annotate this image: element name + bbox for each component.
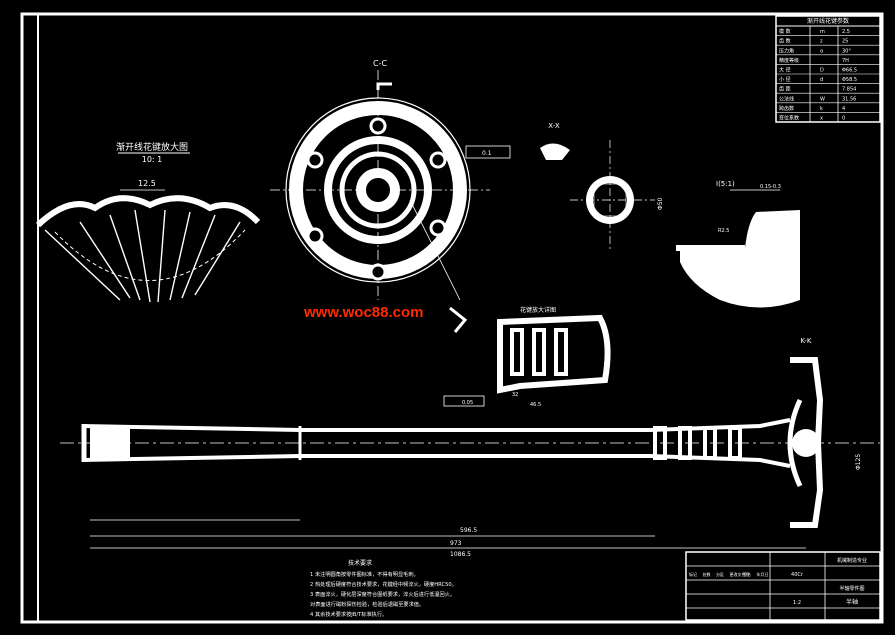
title-block-header: 分区	[716, 571, 724, 577]
param-row-symbol: α	[820, 48, 824, 54]
technical-requirements: 技术要求 1 未注明圆角按零件图标准，不得有明显毛刺。 2 热处理后硬度符合技术要…	[310, 559, 457, 618]
enlarged-spline-view: 渐开线花键放大图 10: 1 12.5	[35, 141, 261, 303]
watermark-text: www.woc88.com	[303, 304, 423, 321]
detail-i-view: I(5:1) 0.15-0.3 R2.5	[676, 180, 800, 308]
param-row-value: Φ66.5	[842, 68, 857, 74]
param-row-name: 齿 距	[779, 87, 791, 93]
section-cc-label: C-C	[373, 59, 387, 68]
parameter-table: 模 数 m 2.5 齿 数 z 25 压力角 α 30° 精度等级 7H 大 径 D Φ66.5 小 径 d Φ…	[775, 15, 881, 123]
tech-req-title: 技术要求	[348, 559, 372, 567]
spline-detail-title: 花键放大详图	[520, 306, 556, 314]
title-block: 机械制造专业 半轴零件图 半轴 40Cr 1:2 标记处数分区更改文件号签名年月…	[685, 551, 881, 621]
param-row-name: 小 径	[779, 76, 791, 83]
enlarged-view-scale: 10: 1	[142, 155, 163, 164]
param-row-value: 7.854	[842, 87, 856, 93]
param-row-symbol: z	[820, 39, 823, 45]
title-block-header: 更改文件号	[730, 571, 750, 577]
param-row-value: 7H	[842, 58, 849, 64]
outer-frame	[20, 12, 884, 624]
title-block-scale: 1:2	[793, 600, 801, 606]
parameter-table-title: 渐开线花键参数	[807, 17, 849, 25]
main-axle-view: K-K 596.5 973 1086.5 0.05 Φ125	[60, 337, 880, 558]
tech-req-item: 2 热处理后硬度符合技术要求，花键经中频淬火，硬度HRC50。	[310, 580, 457, 588]
param-row-value: 31.56	[842, 96, 856, 102]
param-row-value: 4	[842, 106, 845, 112]
tech-req-item: 4 其余技术要求按JB/T标准执行。	[310, 610, 387, 618]
param-row-name: 压力角	[779, 47, 794, 54]
section-cc-view: C-C 0.1	[270, 59, 511, 333]
param-row-value: 2.5	[842, 29, 850, 35]
param-row-value: 0	[842, 116, 845, 122]
tech-req-item: 3 表面淬火，硬化层深度符合图纸要求，淬火后进行低温回火。	[310, 590, 455, 598]
param-row-symbol: W	[820, 96, 825, 102]
title-block-header: 标记	[689, 571, 697, 577]
param-row-symbol: D	[820, 68, 824, 74]
tolerance-main: 0.05	[462, 400, 473, 406]
param-row-name: 齿 数	[779, 38, 791, 45]
title-block-name: 半轴	[846, 598, 858, 606]
title-block-company: 机械制造专业	[837, 557, 867, 564]
dim-overall-c: 973	[450, 540, 462, 547]
param-row-name: 公法线	[779, 95, 794, 102]
dim-flange: Φ125	[855, 454, 862, 470]
title-block-header: 签名	[743, 571, 751, 577]
param-row-name: 精度等级	[779, 57, 799, 64]
title-block-drawing-no: 半轴零件图	[839, 585, 864, 592]
title-block-material: 40Cr	[791, 572, 804, 578]
detail-i-label: I(5:1)	[716, 180, 735, 188]
param-row-symbol: x	[820, 116, 823, 122]
title-block-header: 处数	[703, 571, 711, 577]
param-row-symbol: k	[820, 106, 823, 112]
param-row-name: 大 径	[779, 67, 791, 74]
section-xx-view: X-X Φ50	[540, 122, 664, 250]
dim-overall-b: 596.5	[460, 527, 477, 534]
param-row-symbol: d	[820, 77, 823, 83]
section-xx-label: X-X	[548, 122, 560, 130]
param-row-value: 30°	[842, 48, 851, 54]
title-block-header: 年月日	[757, 571, 769, 577]
tech-req-item: 对表面进行磁粉探伤检验，检验后退磁至要求值。	[310, 600, 424, 608]
param-row-name: 模 数	[779, 28, 791, 35]
enlarged-view-dim: 12.5	[138, 179, 156, 188]
param-row-name: 跨齿数	[779, 105, 794, 112]
section-kk-label: K-K	[801, 337, 812, 345]
detail-dim-a: 0.15-0.3	[760, 184, 781, 190]
detail-dim-b: R2.5	[718, 228, 729, 234]
param-row-value: 25	[842, 39, 848, 45]
spline-dim-a: 32	[512, 392, 518, 398]
param-row-name: 变位系数	[779, 115, 799, 122]
tech-req-item: 1 未注明圆角按零件图标准，不得有明显毛刺。	[310, 570, 419, 578]
spline-detail-view: 花键放大详图 32 46.5	[497, 306, 611, 408]
param-row-value: Φ58.5	[842, 77, 857, 83]
enlarged-view-title: 渐开线花键放大图	[116, 141, 188, 153]
spline-dim-b: 46.5	[530, 402, 541, 408]
dim-overall-d: 1086.5	[450, 551, 471, 558]
xx-dim: Φ50	[657, 197, 664, 210]
param-row-symbol: m	[820, 29, 825, 35]
tolerance-cc: 0.1	[482, 150, 492, 157]
